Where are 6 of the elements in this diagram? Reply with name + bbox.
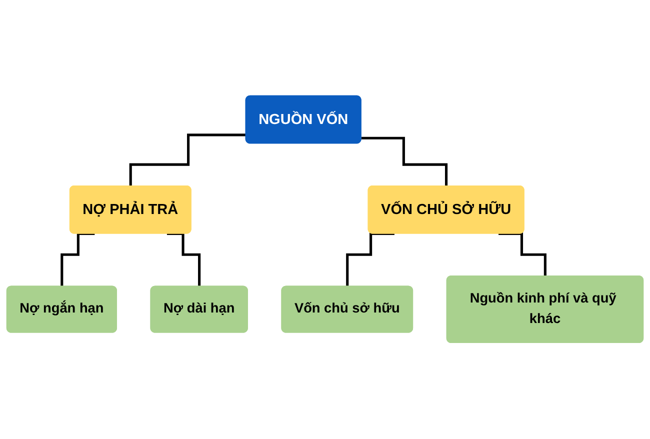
connector [129,134,246,188]
connector [346,232,394,288]
connector [498,232,547,278]
connector [361,137,448,188]
connector [60,232,95,288]
connector [166,232,201,288]
